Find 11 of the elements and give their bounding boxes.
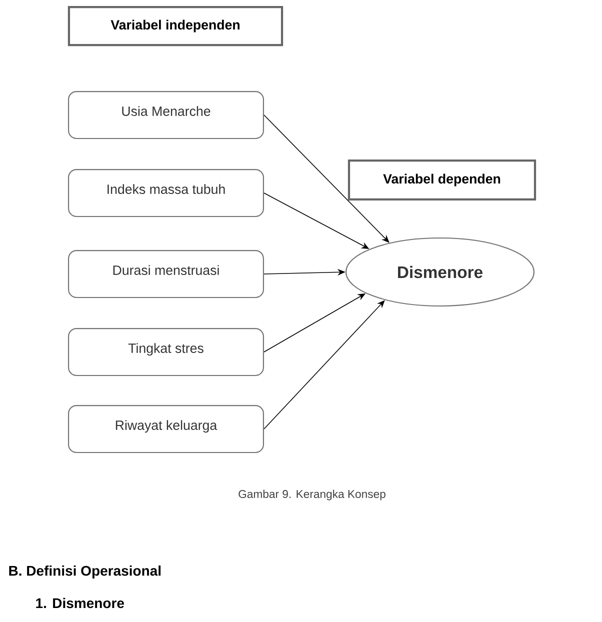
variable-box: Usia Menarche bbox=[68, 91, 264, 139]
heading-box: Variabel dependen bbox=[348, 159, 536, 201]
section-heading: 1. Dismenore bbox=[36, 598, 124, 608]
arrow bbox=[264, 300, 385, 430]
variable-box: Tingkat stres bbox=[68, 328, 264, 376]
variable-box: Riwayat keluarga bbox=[68, 405, 264, 453]
caption: Gambar 9. Kerangka Konsep bbox=[238, 490, 386, 500]
variable-box: Indeks massa tubuh bbox=[68, 169, 264, 217]
heading-box: Variabel independen bbox=[68, 6, 284, 46]
section-heading: B. Definisi Operasional bbox=[9, 565, 161, 579]
variable-box: Durasi menstruasi bbox=[68, 250, 264, 298]
